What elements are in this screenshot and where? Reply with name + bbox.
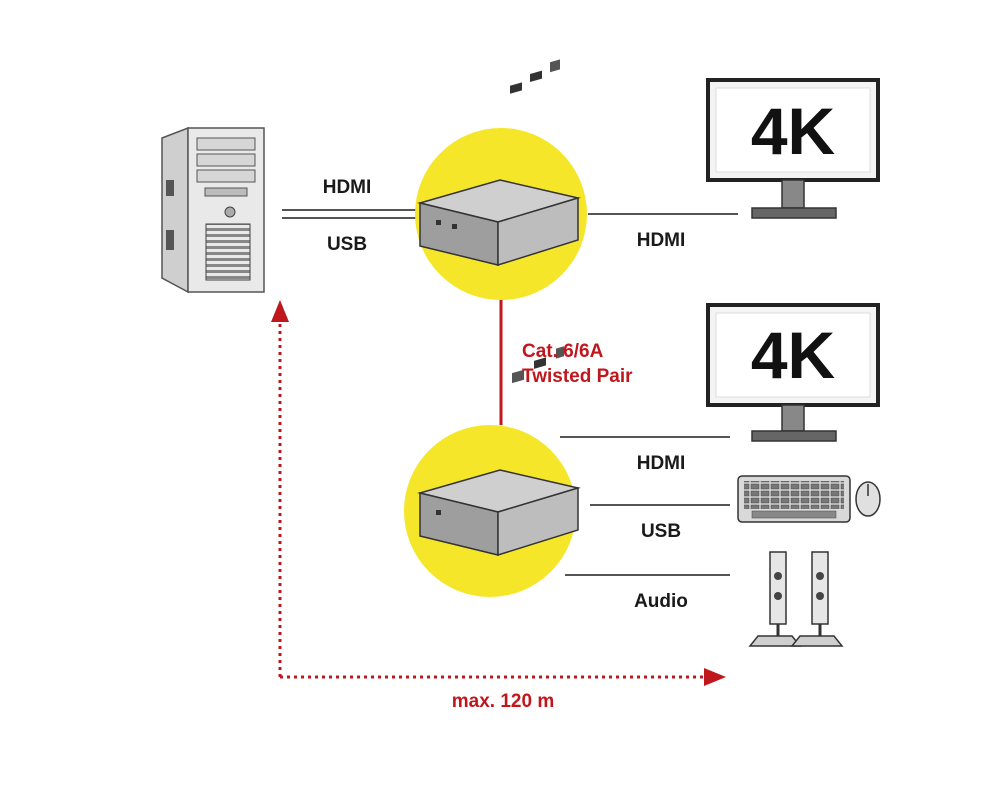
receiver-device-icon: [417, 346, 581, 557]
arrow-up-icon: [271, 300, 289, 322]
label-distance: max. 120 m: [452, 691, 554, 712]
monitor-bottom-icon: [706, 303, 880, 442]
monitor-bottom-4k-label: 4K: [751, 318, 836, 392]
pc-to-transmitter-cables: [282, 209, 418, 219]
arrow-right-icon: [704, 668, 726, 686]
label-rx-audio-out: Audio: [634, 591, 688, 612]
label-tx-hdmi-out: HDMI: [637, 230, 686, 251]
label-cable: Cat. 6/6A: [522, 341, 604, 362]
speakers-icon: [748, 551, 844, 647]
monitor-top-icon: [706, 78, 880, 219]
label-tx-hdmi-in: HDMI: [323, 177, 372, 198]
distance-indicator: [271, 300, 726, 686]
keyboard-icon: [737, 475, 851, 523]
transmitter-device-icon: [417, 59, 581, 267]
label-rx-hdmi-out: HDMI: [637, 453, 686, 474]
label-tx-usb-in: USB: [327, 234, 367, 255]
mouse-icon: [855, 481, 881, 517]
label-cable-type: Twisted Pair: [522, 366, 633, 387]
label-rx-usb-out: USB: [641, 521, 681, 542]
monitor-top-4k-label: 4K: [751, 94, 836, 168]
pc-tower-icon: [161, 126, 265, 294]
